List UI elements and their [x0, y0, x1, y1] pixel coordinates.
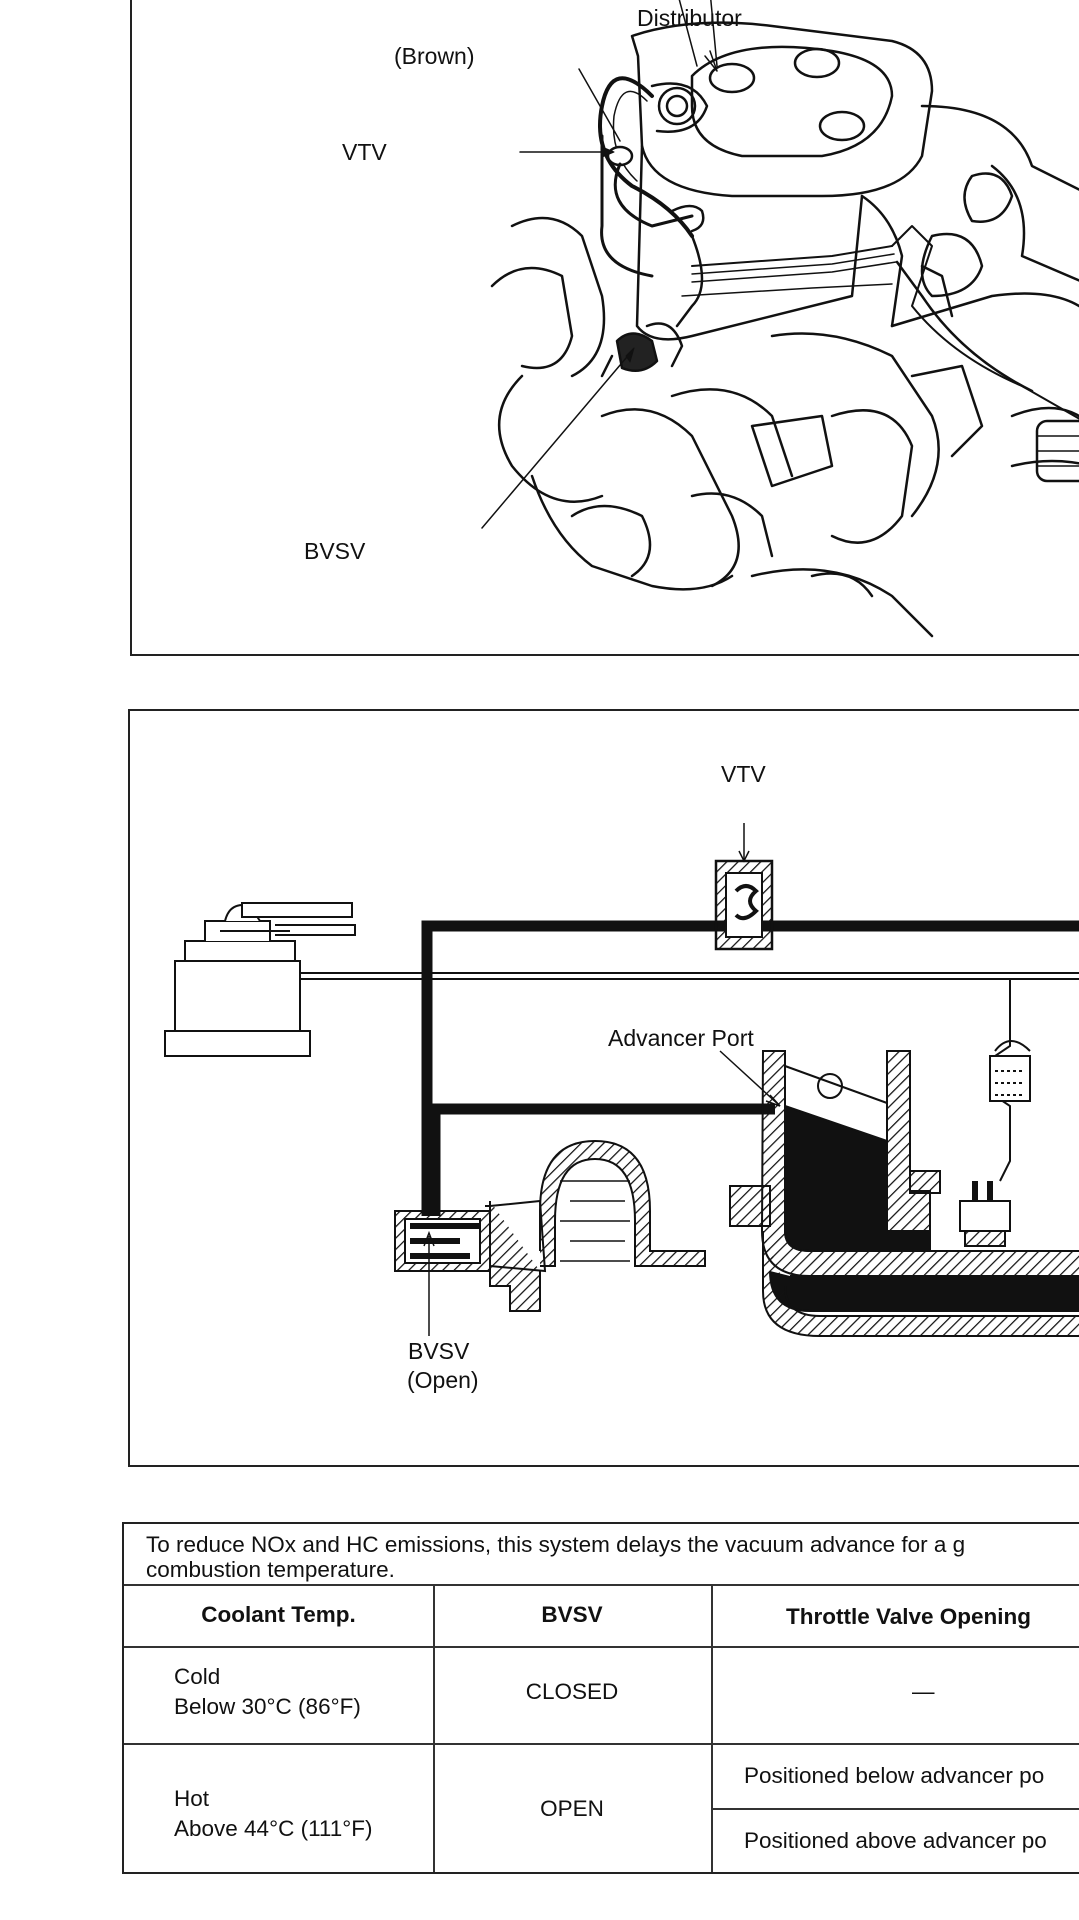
row-hot-throttle-below: Positioned below advancer po [744, 1763, 1045, 1788]
row-cold-temp-range: Below 30°C (86°F) [174, 1694, 361, 1719]
label-vtv-schematic: VTV [721, 761, 766, 787]
engine-illustration-panel: Distributor (Brown) VTV BVSV [130, 0, 1079, 656]
vacuum-schematic-panel: VTV Advancer Port BVSV (Open) [128, 709, 1079, 1467]
row-hot-temp-range: Above 44°C (111°F) [174, 1816, 373, 1841]
header-throttle-valve-opening: Throttle Valve Opening [786, 1604, 1032, 1629]
label-distributor: Distributor [637, 5, 742, 31]
table-intro: To reduce NOx and HC emissions, this sys… [146, 1532, 1079, 1582]
bvsv-spec-table: To reduce NOx and HC emissions, this sys… [122, 1522, 1079, 1874]
row-cold-bvsv: CLOSED [525, 1679, 619, 1704]
header-bvsv: BVSV [541, 1602, 603, 1627]
row-cold-throttle: — [912, 1679, 935, 1704]
label-bvsv: BVSV [304, 538, 366, 564]
table-intro-line-2: combustion temperature. [146, 1557, 395, 1582]
label-advancer-port: Advancer Port [608, 1025, 754, 1051]
header-coolant-temp: Coolant Temp. [201, 1602, 356, 1627]
label-bvsv-state: (Open) [407, 1367, 479, 1393]
label-bvsv-schematic: BVSV [408, 1338, 470, 1364]
label-vtv: VTV [342, 139, 387, 165]
vacuum-schematic: VTV Advancer Port BVSV (Open) [164, 761, 1079, 1393]
engine-illustration: Distributor (Brown) VTV BVSV [304, 0, 1079, 638]
row-hot-bvsv: OPEN [540, 1796, 604, 1821]
row-hot-throttle-above: Positioned above advancer po [744, 1828, 1047, 1853]
table-intro-line-1: To reduce NOx and HC emissions, this sys… [146, 1532, 966, 1557]
row-hot-temp-label: Hot [174, 1786, 210, 1811]
row-cold-temp-label: Cold [174, 1664, 221, 1689]
label-brown: (Brown) [394, 43, 475, 69]
